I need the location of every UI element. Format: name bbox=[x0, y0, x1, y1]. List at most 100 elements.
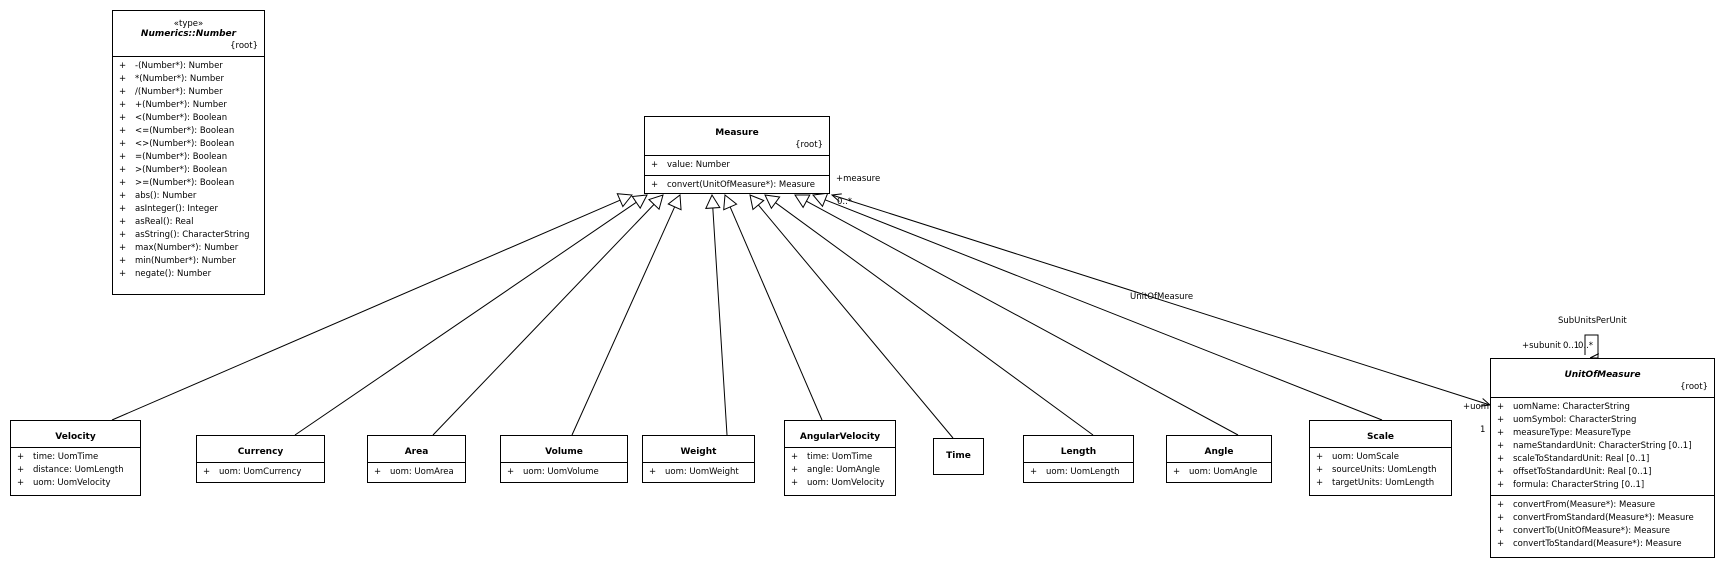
class-name: Currency bbox=[237, 447, 284, 457]
member-row: +uom: UomScale bbox=[1314, 451, 1447, 464]
member-row: +nameStandardUnit: CharacterString [0..1… bbox=[1495, 440, 1710, 453]
member-text: uom: UomAngle bbox=[1189, 467, 1258, 477]
visibility-marker: + bbox=[119, 87, 127, 97]
class-attributes: +uom: UomWeight bbox=[643, 462, 754, 482]
generalization-length-line[interactable] bbox=[775, 202, 1094, 436]
class-length[interactable]: Length +uom: UomLength bbox=[1023, 435, 1134, 483]
member-row: +uom: UomVelocity bbox=[15, 477, 136, 490]
member-text: measureType: MeasureType bbox=[1513, 428, 1631, 438]
class-name: Length bbox=[1060, 447, 1097, 457]
visibility-marker: + bbox=[651, 160, 659, 170]
member-text: negate(): Number bbox=[135, 269, 212, 279]
member-text: scaleToStandardUnit: Real [0..1] bbox=[1513, 454, 1650, 464]
visibility-marker: + bbox=[1173, 467, 1181, 477]
member-row: +sourceUnits: UomLength bbox=[1314, 464, 1447, 477]
generalization-scale-line[interactable] bbox=[824, 199, 1383, 421]
visibility-marker: + bbox=[1497, 480, 1505, 490]
class-number[interactable]: «type» Numerics::Number {root} +-(Number… bbox=[112, 10, 265, 295]
generalization-angularvelocity-line[interactable] bbox=[729, 206, 823, 421]
member-row: +offsetToStandardUnit: Real [0..1] bbox=[1495, 466, 1710, 479]
visibility-marker: + bbox=[791, 465, 799, 475]
number-stereotype: «type» bbox=[173, 19, 204, 29]
member-row: +measureType: MeasureType bbox=[1495, 427, 1710, 440]
member-text: max(Number*): Number bbox=[135, 243, 239, 253]
member-text: value: Number bbox=[667, 160, 730, 170]
class-scale[interactable]: Scale +uom: UomScale+sourceUnits: UomLeng… bbox=[1309, 420, 1452, 496]
class-velocity[interactable]: Velocity+time: UomTime+distance: UomLeng… bbox=[10, 420, 141, 496]
generalization-weight-arrowhead bbox=[705, 193, 721, 209]
member-row: + uom: UomVelocity bbox=[789, 477, 891, 490]
visibility-marker: + bbox=[119, 243, 127, 253]
member-text: angle: UomAngle bbox=[807, 465, 881, 475]
member-row: + negate(): Number bbox=[117, 268, 260, 281]
generalization-area-arrowhead bbox=[648, 194, 664, 211]
generalization-currency-line[interactable] bbox=[294, 201, 637, 436]
member-text: uom: UomCurrency bbox=[219, 467, 302, 477]
member-text: nameStandardUnit: CharacterString [0..1] bbox=[1513, 441, 1692, 451]
class-volume[interactable]: Volume+uom: UomVolume bbox=[500, 435, 628, 483]
association-measure-uom-line[interactable] bbox=[831, 194, 1491, 406]
member-row: +time: UomTime bbox=[789, 451, 891, 464]
class-weight[interactable]: Weight+uom: UomWeight bbox=[642, 435, 755, 483]
member-text: uom: UomVelocity bbox=[807, 478, 885, 488]
class-time[interactable]: Time bbox=[933, 438, 984, 475]
generalization-volume-line[interactable] bbox=[571, 206, 676, 436]
class-currency[interactable]: Currency +uom: UomCurrency bbox=[196, 435, 325, 483]
member-text: asString(): CharacterString bbox=[135, 230, 250, 240]
class-attributes: +time: UomTime+angle: UomAngle+uom: UomV… bbox=[785, 447, 895, 493]
member-text: =(Number*): Boolean bbox=[135, 152, 228, 162]
class-area[interactable]: Area +uom: UomArea bbox=[367, 435, 466, 483]
generalization-area-line[interactable] bbox=[432, 204, 655, 436]
member-text: sourceUnits: UomLength bbox=[1332, 465, 1437, 475]
member-text: /(Number*): Number bbox=[135, 87, 223, 97]
generalization-velocity-line[interactable] bbox=[111, 199, 621, 421]
member-row: +uom: UomArea bbox=[372, 466, 461, 479]
visibility-marker: + bbox=[791, 478, 799, 488]
member-text: min(Number*): Number bbox=[135, 256, 236, 266]
member-text: convertFromStandard(Measure*): Measure bbox=[1513, 513, 1694, 523]
member-text: offsetToStandardUnit: Real [0..1] bbox=[1513, 467, 1652, 477]
member-row: +<=(Number*): Boolean bbox=[117, 125, 260, 138]
visibility-marker: + bbox=[119, 113, 127, 123]
visibility-marker: + bbox=[649, 467, 657, 477]
member-text: time: UomTime bbox=[807, 452, 873, 462]
visibility-marker: + bbox=[119, 100, 127, 110]
visibility-marker: + bbox=[119, 126, 127, 136]
class-name: Scale bbox=[1366, 432, 1395, 442]
member-text: convertTo(UnitOfMeasure*): Measure bbox=[1513, 526, 1670, 536]
generalization-angle-line[interactable] bbox=[806, 200, 1239, 436]
measure-class-name: Measure bbox=[715, 128, 759, 138]
visibility-marker: + bbox=[651, 180, 659, 190]
member-row: + max(Number*): Number bbox=[117, 242, 260, 255]
class-angle[interactable]: Angle+uom: UomAngle bbox=[1166, 435, 1272, 483]
visibility-marker: + bbox=[119, 61, 127, 71]
visibility-marker: + bbox=[507, 467, 515, 477]
uom-class-name: UnitOfMeasure bbox=[1564, 370, 1641, 380]
class-attributes: + uom: UomAngle bbox=[1167, 462, 1271, 482]
visibility-marker: + bbox=[119, 230, 127, 240]
visibility-marker: + bbox=[1497, 402, 1505, 412]
class-angularvelocity[interactable]: AngularVelocity+time: UomTime+angle: Uom… bbox=[784, 420, 896, 496]
member-row: +distance: UomLength bbox=[15, 464, 136, 477]
class-attributes: +uom: UomLength bbox=[1024, 462, 1133, 482]
member-text: uom: UomScale bbox=[1332, 452, 1400, 462]
visibility-marker: + bbox=[119, 269, 127, 279]
class-unit-of-measure[interactable]: UnitOfMeasure {root} +uomName: Character… bbox=[1490, 358, 1715, 558]
assoc-measure-multiplicity: 0..* bbox=[837, 197, 853, 207]
member-row: + asString(): CharacterString bbox=[117, 229, 260, 242]
assoc-unit-of-measure-name: UnitOfMeasure bbox=[1130, 292, 1194, 302]
visibility-marker: + bbox=[119, 152, 127, 162]
class-name: Area bbox=[404, 447, 429, 457]
visibility-marker: + bbox=[17, 478, 25, 488]
generalization-weight-line[interactable] bbox=[712, 207, 728, 436]
class-measure[interactable]: Measure {root} +value: Number +convert(U… bbox=[644, 116, 830, 194]
member-text: targetUnits: UomLength bbox=[1332, 478, 1435, 488]
member-row: +time: UomTime bbox=[15, 451, 136, 464]
generalization-time-line[interactable] bbox=[757, 204, 954, 439]
visibility-marker: + bbox=[119, 178, 127, 188]
visibility-marker: + bbox=[1030, 467, 1038, 477]
member-row: +asReal(): Real bbox=[117, 216, 260, 229]
class-attributes: +uom: UomCurrency bbox=[197, 462, 324, 482]
